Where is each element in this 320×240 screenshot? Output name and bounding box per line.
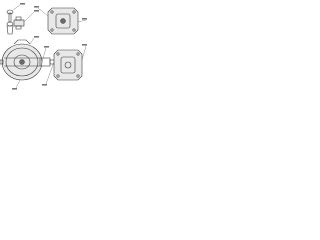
- callout-leaders: [12, 4, 87, 89]
- callout-marks: [12, 3, 87, 90]
- lower-round-housing-assembly: [0, 39, 56, 81]
- parts-diagram-svg: [0, 3, 87, 90]
- parts-diagram: [0, 0, 88, 93]
- lower-right-gasket-plate: [53, 49, 83, 81]
- upper-right-gasket-plate: [47, 7, 79, 35]
- upper-left-sensor-assembly: [6, 9, 25, 35]
